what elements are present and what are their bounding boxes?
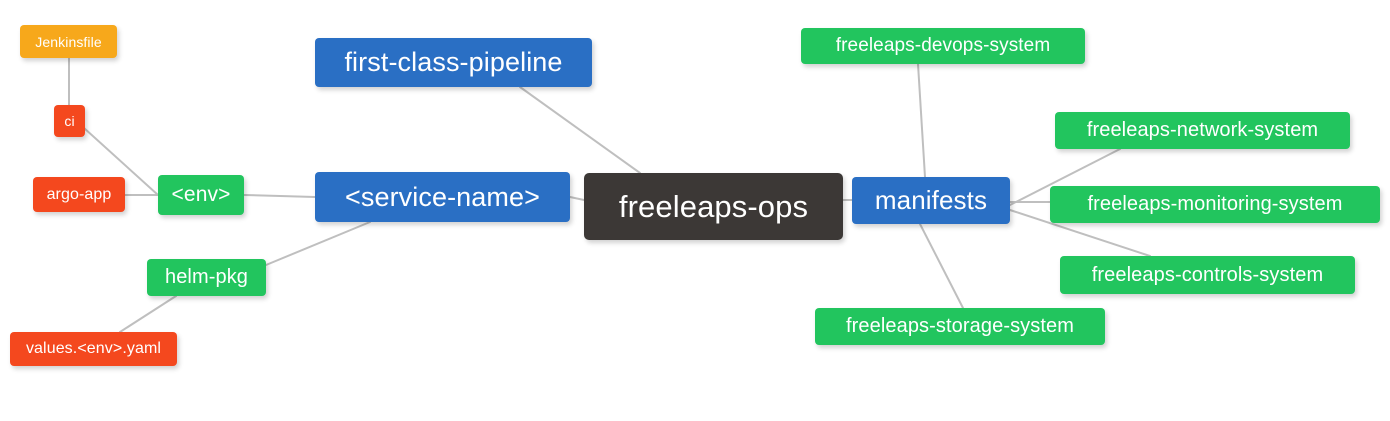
node-freeleaps-network-system[interactable]: freeleaps-network-system: [1055, 112, 1350, 149]
node-env[interactable]: <env>: [158, 175, 244, 215]
edge-helm-pkg-to-service-name: [265, 221, 371, 266]
edge-service-name-to-freeleaps-ops: [569, 196, 585, 201]
node-freeleaps-storage-system[interactable]: freeleaps-storage-system: [815, 308, 1105, 345]
node-service-name[interactable]: <service-name>: [315, 172, 570, 222]
edge-manifests-to-freeleaps-storage-system: [919, 223, 964, 309]
node-freeleaps-monitoring-system[interactable]: freeleaps-monitoring-system: [1050, 186, 1380, 223]
node-first-class-pipeline[interactable]: first-class-pipeline: [315, 38, 592, 87]
edge-first-class-pipeline-to-freeleaps-ops: [519, 86, 641, 174]
node-ci[interactable]: ci: [54, 105, 85, 137]
edge-manifests-to-freeleaps-devops-system: [917, 63, 926, 178]
node-jenkinsfile[interactable]: Jenkinsfile: [20, 25, 117, 58]
node-argo-app[interactable]: argo-app: [33, 177, 125, 212]
node-values-env-yaml[interactable]: values.<env>.yaml: [10, 332, 177, 366]
node-helm-pkg[interactable]: helm-pkg: [147, 259, 266, 296]
node-freeleaps-controls-system[interactable]: freeleaps-controls-system: [1060, 256, 1355, 294]
node-freeleaps-devops-system[interactable]: freeleaps-devops-system: [801, 28, 1085, 64]
node-manifests[interactable]: manifests: [852, 177, 1010, 224]
edge-env-to-service-name: [243, 194, 316, 198]
node-freeleaps-ops[interactable]: freeleaps-ops: [584, 173, 843, 240]
edge-values-env-yaml-to-helm-pkg: [119, 295, 177, 333]
